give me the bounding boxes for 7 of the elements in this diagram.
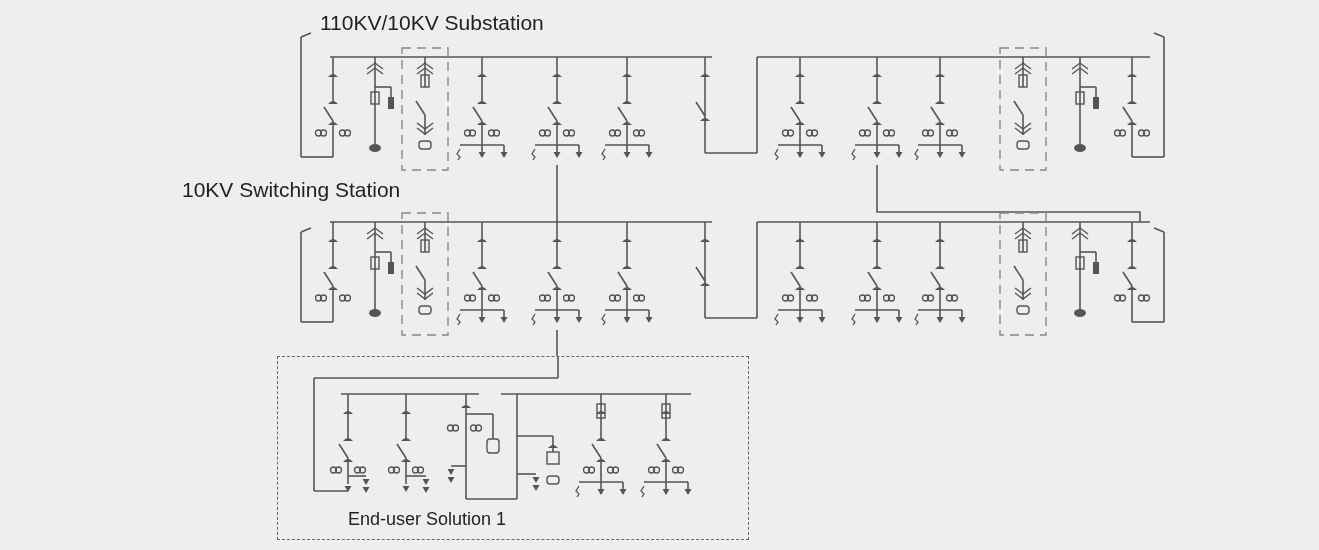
feeder-line bbox=[556, 329, 558, 357]
section-title: 10KV Switching Station bbox=[182, 177, 401, 203]
dashed-boundary-box bbox=[277, 356, 749, 540]
feeder-line bbox=[876, 164, 1141, 223]
section-title: End-user Solution 1 bbox=[348, 509, 507, 531]
section-title: 110KV/10KV Substation bbox=[320, 10, 544, 36]
feeder-line bbox=[556, 164, 558, 223]
